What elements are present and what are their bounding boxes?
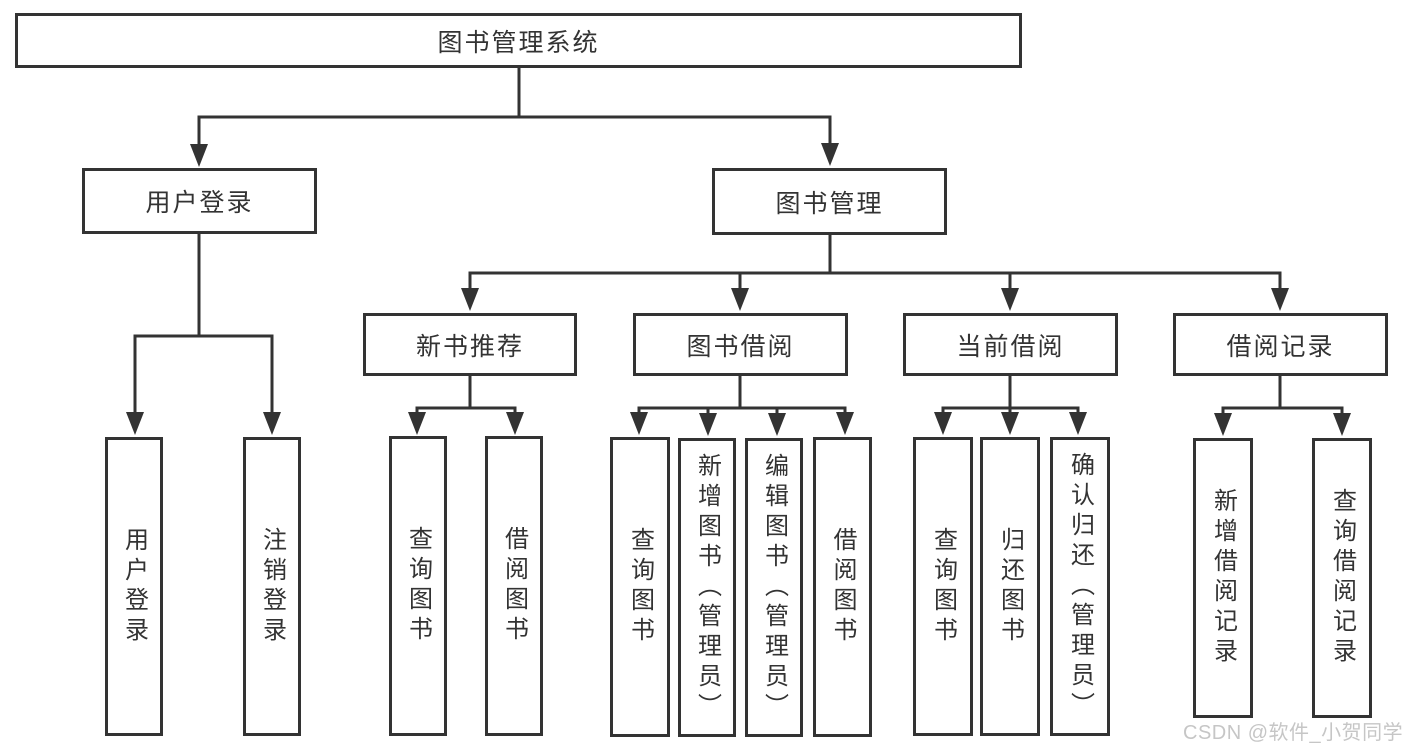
arrow-down xyxy=(1001,406,1019,435)
arrow-down xyxy=(263,334,281,435)
arrow-down xyxy=(821,115,839,166)
node-label: 查询图书 xyxy=(404,526,432,646)
leaf-add-borrow-record: 新增借阅记录 xyxy=(1193,438,1253,718)
node-label: 借阅图书 xyxy=(500,526,528,646)
leaf-confirm-return-admin: 确认归还（管理员） xyxy=(1050,437,1110,736)
node-label: 新书推荐 xyxy=(415,332,524,361)
node-book-management: 图书管理 xyxy=(712,168,947,235)
node-label: 用户登录 xyxy=(120,526,148,647)
node-label: 图书管理 xyxy=(775,189,884,218)
arrow-down xyxy=(731,271,749,311)
connector-user-login-to-leaves xyxy=(126,231,281,435)
node-label: 图书借阅 xyxy=(686,332,795,361)
leaf-edit-books-admin: 编辑图书（管理员） xyxy=(745,438,803,737)
connector-book-borrow-to-leaves xyxy=(630,374,854,436)
csdn-watermark: CSDN @软件_小贺同学 xyxy=(1183,722,1404,744)
arrow-down xyxy=(1001,271,1019,311)
leaf-add-books-admin: 新增图书（管理员） xyxy=(678,438,736,737)
arrow-down xyxy=(1214,406,1232,436)
leaf-query-books-recommend: 查询图书 xyxy=(389,436,447,736)
node-label: 借阅图书 xyxy=(829,527,856,647)
node-label: 查询图书 xyxy=(626,527,654,647)
node-label: 确认归还（管理员） xyxy=(1066,451,1094,722)
arrow-down xyxy=(1333,406,1351,436)
node-label: 新增借阅记录 xyxy=(1209,488,1237,668)
leaf-borrow-books-recommend: 借阅图书 xyxy=(485,436,543,736)
arrow-down xyxy=(126,334,144,435)
arrow-down xyxy=(836,406,854,435)
arrow-down xyxy=(1271,271,1289,311)
leaf-query-books-current: 查询图书 xyxy=(913,437,973,736)
leaf-query-books-borrow: 查询图书 xyxy=(610,437,670,737)
connector-borrow-records-to-leaves xyxy=(1214,374,1351,436)
leaf-borrow-books: 借阅图书 xyxy=(813,437,872,737)
node-borrow-records: 借阅记录 xyxy=(1173,313,1388,376)
arrow-down xyxy=(934,406,952,435)
leaf-query-borrow-record: 查询借阅记录 xyxy=(1312,438,1372,718)
node-label: 注销登录 xyxy=(258,526,286,647)
arrow-down xyxy=(768,406,786,436)
connector-root-to-level2 xyxy=(190,66,839,167)
arrow-down xyxy=(190,115,208,167)
node-label: 查询图书 xyxy=(929,526,957,647)
node-book-borrow: 图书借阅 xyxy=(633,313,848,376)
node-label: 用户登录 xyxy=(145,189,254,217)
node-current-borrow: 当前借阅 xyxy=(903,313,1118,376)
node-label: 当前借阅 xyxy=(956,332,1065,361)
leaf-return-books: 归还图书 xyxy=(980,437,1040,736)
node-label: 借阅记录 xyxy=(1226,332,1335,361)
connector-new-book-recommend-to-leaves xyxy=(408,374,524,435)
arrow-down xyxy=(1069,406,1087,435)
leaf-user-login: 用户登录 xyxy=(105,437,163,736)
node-label: 新增图书（管理员） xyxy=(693,452,721,723)
arrow-down xyxy=(408,406,426,435)
arrow-down xyxy=(699,406,717,436)
node-library-management-system: 图书管理系统 xyxy=(15,13,1022,68)
connector-book-management-to-level3 xyxy=(461,233,1289,311)
node-label: 归还图书 xyxy=(996,526,1024,647)
node-label: 查询借阅记录 xyxy=(1328,488,1356,668)
node-label: 图书管理系统 xyxy=(437,28,600,57)
leaf-logout-login: 注销登录 xyxy=(243,437,301,736)
node-label: 编辑图书（管理员） xyxy=(760,452,788,723)
node-new-book-recommend: 新书推荐 xyxy=(363,313,577,376)
arrow-down xyxy=(630,406,648,435)
node-user-login: 用户登录 xyxy=(82,168,317,234)
connector-current-borrow-to-leaves xyxy=(934,374,1087,435)
arrow-down xyxy=(506,406,524,435)
arrow-down xyxy=(461,271,479,311)
